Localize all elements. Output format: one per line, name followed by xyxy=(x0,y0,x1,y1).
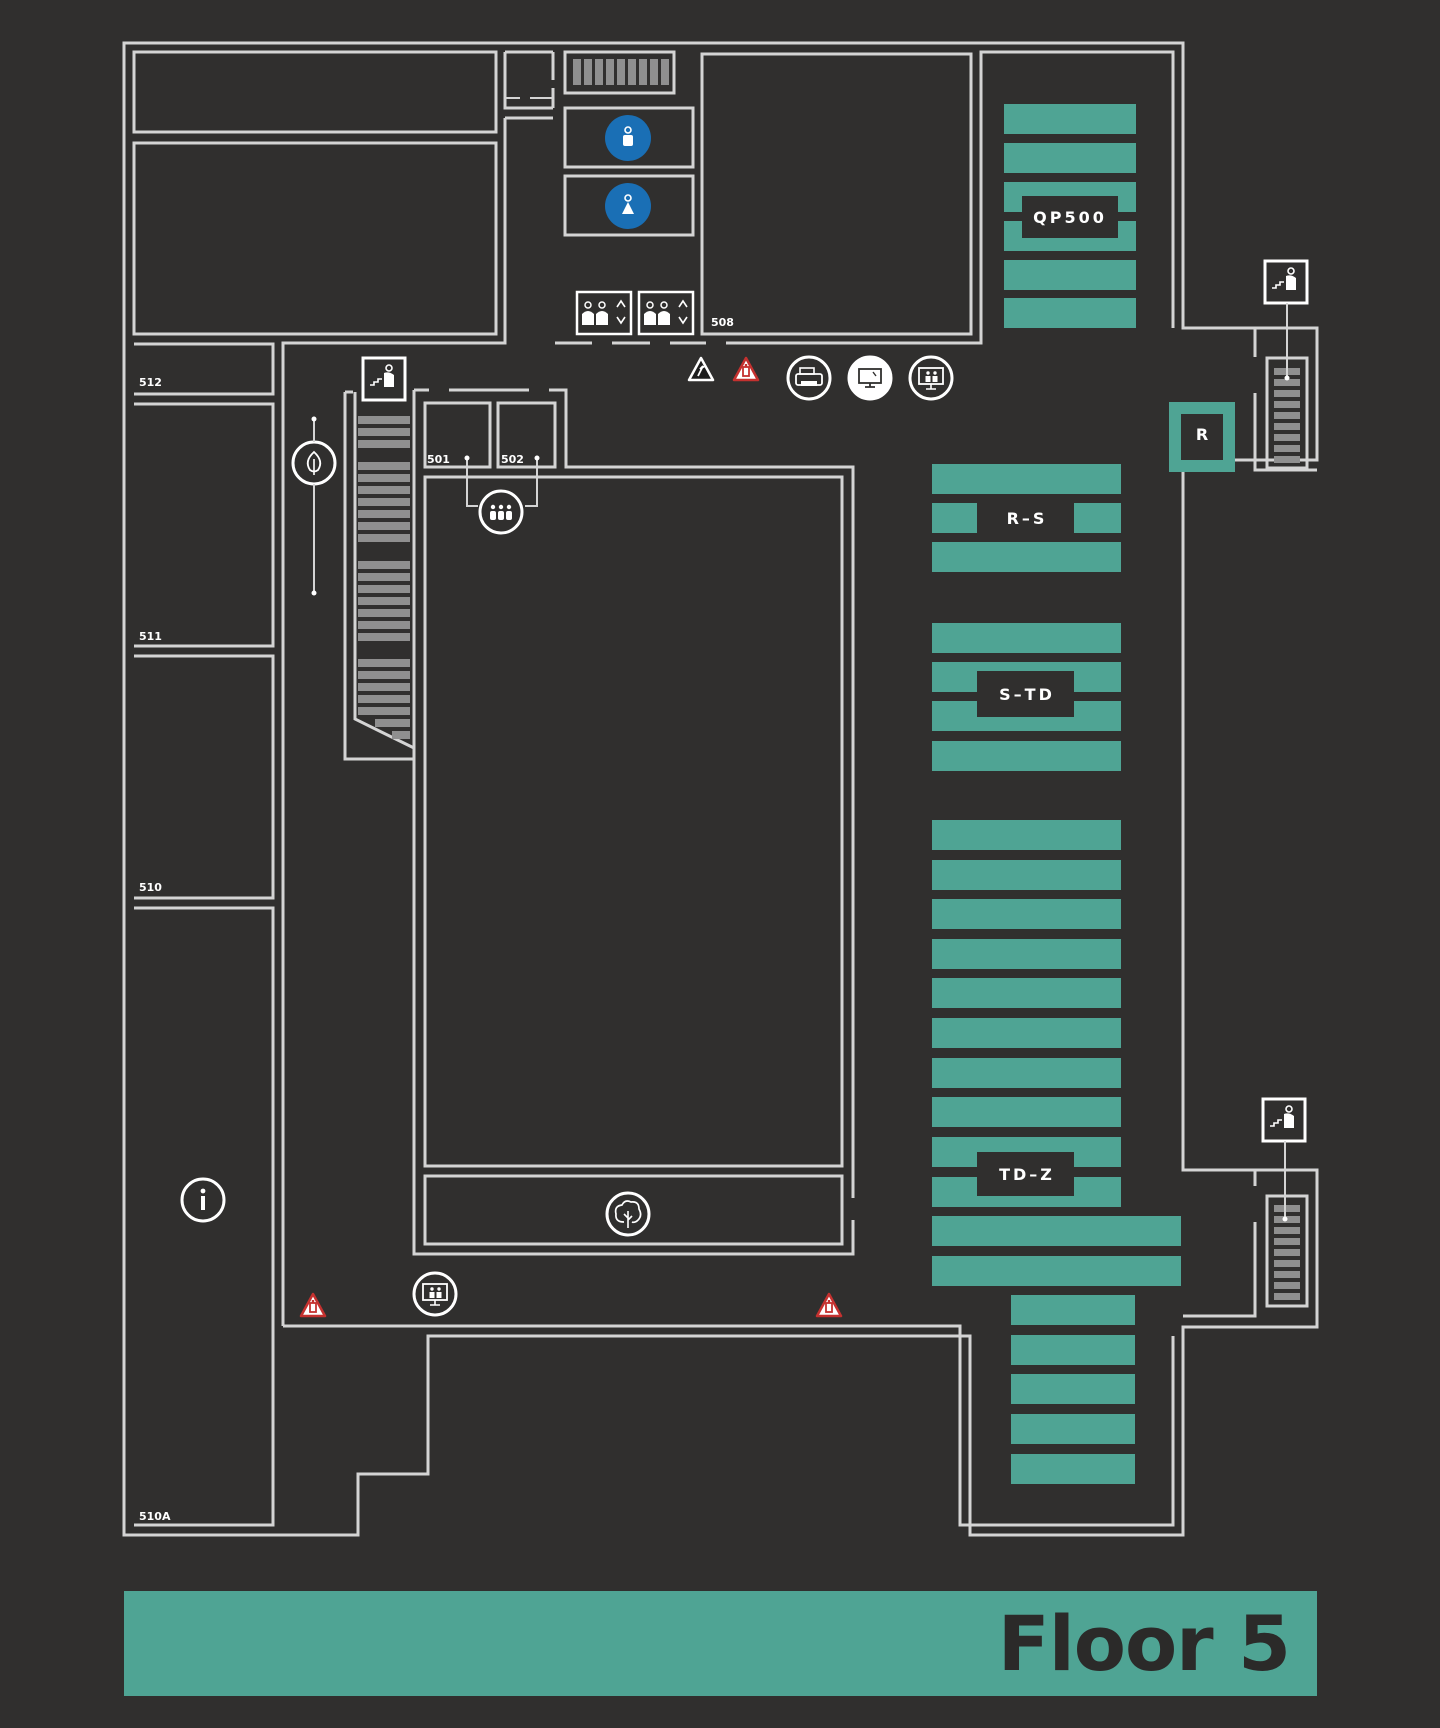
emergency-stair-icon[interactable] xyxy=(1261,1097,1307,1143)
floor-banner: Floor 5 xyxy=(124,1591,1317,1696)
room-label-511: 511 xyxy=(139,630,162,643)
tree-icon[interactable] xyxy=(605,1191,651,1237)
section-label-r: R xyxy=(1196,425,1208,444)
shelves-qp500 xyxy=(1004,104,1136,328)
section-label-td-z: TD–Z xyxy=(999,1165,1055,1184)
section-label-r-s: R–S xyxy=(1007,509,1048,528)
elevator-icon[interactable] xyxy=(637,290,695,336)
fire-extinguisher-icon[interactable] xyxy=(732,356,760,382)
fire-extinguisher-icon[interactable] xyxy=(299,1292,327,1318)
fire-alarm-icon[interactable] xyxy=(687,356,715,382)
shelves-td-z xyxy=(932,820,1181,1484)
room-label-510: 510 xyxy=(139,881,162,894)
emergency-stair-icon[interactable] xyxy=(1263,259,1309,305)
room-label-502: 502 xyxy=(501,453,524,466)
shelves-r-s xyxy=(932,464,1121,572)
study-room-connector xyxy=(466,458,538,507)
room-label-512: 512 xyxy=(139,376,162,389)
printer-icon[interactable] xyxy=(786,355,832,401)
computer-icon[interactable] xyxy=(847,355,893,401)
fire-extinguisher-icon[interactable] xyxy=(815,1292,843,1318)
study-room-icon[interactable] xyxy=(478,489,524,535)
room-label-510a: 510A xyxy=(139,1510,171,1523)
shelves-r xyxy=(1169,402,1235,472)
stairs-left xyxy=(358,416,410,739)
section-label-s-td: S–TD xyxy=(999,685,1055,704)
section-label-qp500: QP500 xyxy=(1033,208,1107,227)
floor-title: Floor 5 xyxy=(997,1599,1291,1688)
quiet-zone-icon[interactable] xyxy=(291,440,337,486)
info-icon[interactable] xyxy=(180,1177,226,1223)
presentation-room-icon[interactable] xyxy=(412,1271,458,1317)
shelves-s-td xyxy=(932,623,1121,771)
room-label-501: 501 xyxy=(427,453,450,466)
elevator-icon[interactable] xyxy=(575,290,633,336)
restroom-men-icon[interactable] xyxy=(605,115,651,161)
presentation-room-icon[interactable] xyxy=(908,355,954,401)
emergency-stair-icon[interactable] xyxy=(361,356,407,402)
stairs-right-upper xyxy=(1274,368,1300,463)
stairs-top xyxy=(573,59,669,85)
walls xyxy=(122,41,1319,1537)
room-label-508: 508 xyxy=(711,316,734,329)
restroom-women-icon[interactable] xyxy=(605,183,651,229)
